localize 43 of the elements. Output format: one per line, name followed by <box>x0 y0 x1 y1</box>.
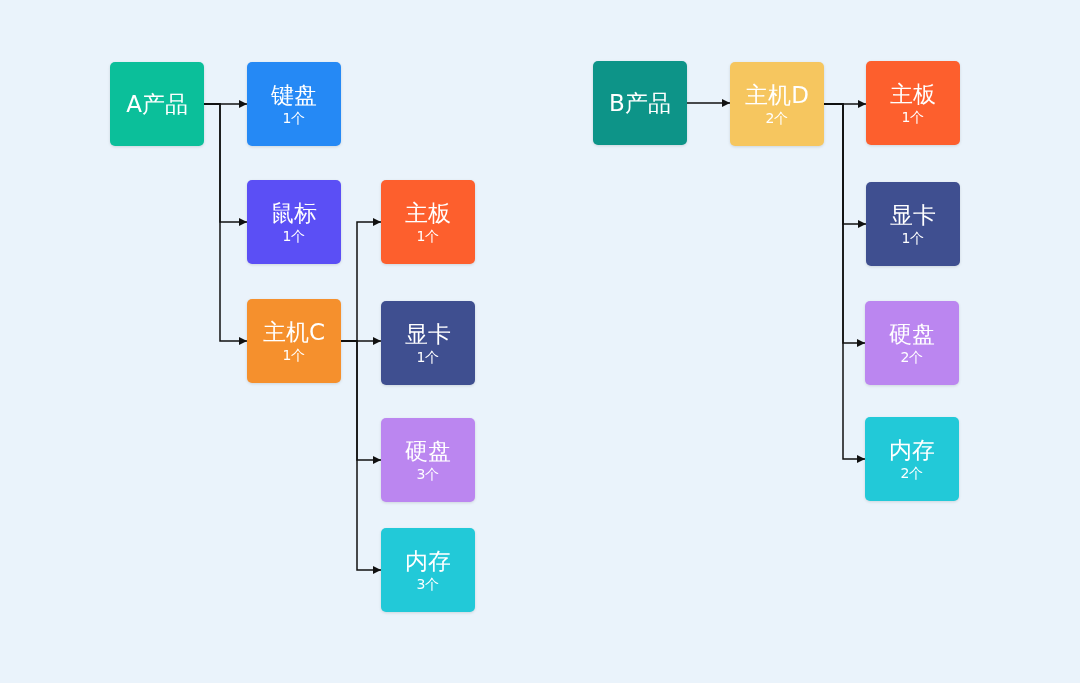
part-name: 显卡 <box>405 320 451 348</box>
part-name: 鼠标 <box>271 199 317 227</box>
product-box <box>381 418 475 502</box>
part-name: 内存 <box>405 547 451 575</box>
part-name: 键盘 <box>271 81 317 109</box>
arrow <box>686 99 731 107</box>
quantity-label: 3个 <box>416 465 440 483</box>
quantity-label: 1个 <box>416 227 440 245</box>
part-name: 显卡 <box>890 201 936 229</box>
quantity-label: 1个 <box>282 109 306 127</box>
product-box <box>865 301 959 385</box>
part-name: 硬盘 <box>405 437 451 465</box>
arrow <box>340 340 382 574</box>
product-box <box>247 62 341 146</box>
part-name: 主机D <box>745 81 809 109</box>
quantity-label: 1个 <box>282 227 306 245</box>
product-box <box>730 62 824 146</box>
quantity-label: 2个 <box>765 109 789 127</box>
arrow <box>203 103 248 345</box>
product-box <box>593 61 687 145</box>
product-box <box>247 180 341 264</box>
quantity-label: 2个 <box>900 348 924 366</box>
part-name: B产品 <box>609 89 671 117</box>
quantity-label: 1个 <box>901 229 925 247</box>
product-box <box>381 301 475 385</box>
product-box <box>866 61 960 145</box>
product-box <box>866 182 960 266</box>
quantity-label: 2个 <box>900 464 924 482</box>
part-name: 主机C <box>262 318 326 346</box>
part-name: 主板 <box>405 199 451 227</box>
product-box <box>247 299 341 383</box>
quantity-label: 1个 <box>282 346 306 364</box>
quantity-label: 1个 <box>416 348 440 366</box>
part-name: A产品 <box>126 90 188 118</box>
product-box <box>110 62 204 146</box>
part-name: 内存 <box>889 436 935 464</box>
product-box <box>381 528 475 612</box>
part-name: 主板 <box>890 80 936 108</box>
part-name: 硬盘 <box>889 320 935 348</box>
product-box <box>865 417 959 501</box>
quantity-label: 3个 <box>416 575 440 593</box>
quantity-label: 1个 <box>901 108 925 126</box>
product-box <box>381 180 475 264</box>
